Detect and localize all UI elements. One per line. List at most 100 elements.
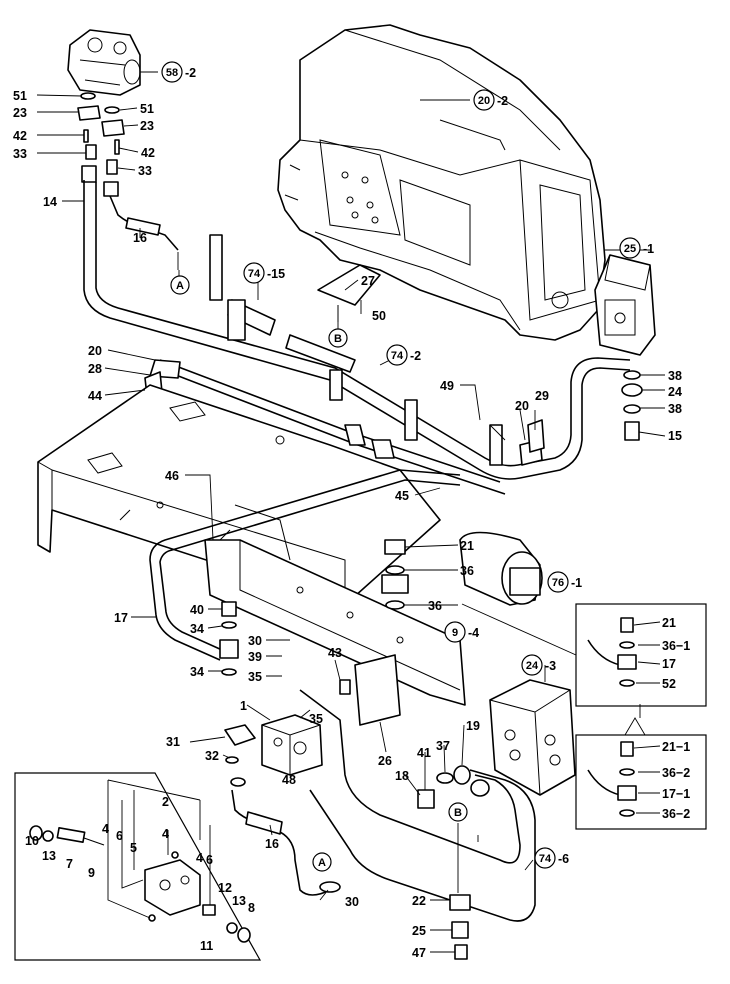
label-9: 9: [88, 866, 95, 880]
label-27: 27: [361, 274, 375, 288]
label-4a: 4: [102, 822, 109, 836]
pipe-74-6: [309, 769, 536, 922]
label-16b: 16: [265, 837, 279, 851]
label-2: 2: [162, 795, 169, 809]
connector-a-top: A: [170, 275, 190, 295]
label-35b: 35: [309, 712, 323, 726]
ref-25-1: 25 -1: [619, 237, 654, 259]
inset-upper-parts: [587, 617, 637, 687]
label-43: 43: [328, 646, 342, 660]
label-36-2a: 36−2: [662, 766, 690, 780]
svg-text:20: 20: [478, 95, 490, 107]
fittings-21-36: [381, 539, 409, 610]
label-51b: 51: [140, 102, 154, 116]
label-10: 10: [25, 834, 39, 848]
control-valve-24: [489, 679, 576, 796]
ref-24-3: 24 -3: [521, 654, 556, 676]
label-23a: 23: [13, 106, 27, 120]
label-14: 14: [43, 195, 57, 209]
label-28: 28: [88, 362, 102, 376]
label-29: 29: [535, 389, 549, 403]
label-13b: 13: [232, 894, 246, 908]
connector-markers: A B B A: [170, 275, 468, 872]
label-22: 22: [412, 894, 426, 908]
label-51a: 51: [13, 89, 27, 103]
label-11: 11: [200, 939, 213, 953]
svg-text:-3: -3: [545, 659, 556, 673]
ref-20-2: 20 -2: [473, 89, 508, 111]
inset-lower-parts: [587, 741, 637, 817]
label-16a: 16: [133, 231, 147, 245]
label-24: 24: [668, 385, 682, 399]
label-45: 45: [395, 489, 409, 503]
label-35a: 35: [248, 670, 262, 684]
svg-text:-1: -1: [643, 242, 654, 256]
label-26: 26: [378, 754, 392, 768]
svg-text:A: A: [176, 280, 184, 292]
label-4c: 4: [196, 851, 203, 865]
bracket-27: [317, 264, 381, 306]
svg-text:-1: -1: [571, 576, 582, 590]
label-30b: 30: [345, 895, 359, 909]
ref-9-4: 9 -4: [444, 621, 479, 643]
label-21b: 21: [662, 616, 676, 630]
label-20b: 20: [515, 399, 529, 413]
label-52: 52: [662, 677, 676, 691]
clip-20-28: [144, 359, 545, 466]
label-30a: 30: [248, 634, 262, 648]
pipe-74-15: [209, 234, 356, 373]
svg-text:76: 76: [552, 577, 564, 589]
valve-block-25: [594, 254, 656, 356]
label-33a: 33: [13, 147, 27, 161]
connector-b-bottom: B: [448, 802, 468, 822]
control-valve-1: [261, 714, 323, 776]
label-49: 49: [440, 379, 454, 393]
fittings-22-25-47: [449, 894, 471, 960]
label-19: 19: [466, 719, 480, 733]
circled-references: 58 -2 20 -2 25 -1 74 -15 74 -2 76 -1: [161, 61, 654, 869]
ref-74-2: 74 -2: [386, 344, 421, 366]
pipe-17: [149, 469, 461, 661]
label-23b: 23: [140, 119, 154, 133]
filter-76: [459, 531, 543, 606]
ref-76-1: 76 -1: [547, 571, 582, 593]
label-20a: 20: [88, 344, 102, 358]
label-39: 39: [248, 650, 262, 664]
label-13a: 13: [42, 849, 56, 863]
svg-text:-2: -2: [497, 94, 508, 108]
label-41: 41: [417, 746, 431, 760]
ref-74-15: 74 -15: [243, 262, 285, 284]
label-36-1: 36−1: [662, 639, 690, 653]
label-17a: 17: [114, 611, 128, 625]
svg-text:-6: -6: [558, 852, 569, 866]
label-8: 8: [248, 901, 255, 915]
label-47: 47: [412, 946, 426, 960]
svg-text:-4: -4: [468, 626, 479, 640]
ref-58-2: 58 -2: [161, 61, 196, 83]
svg-text:-2: -2: [410, 349, 421, 363]
label-17-1: 17−1: [662, 787, 690, 801]
label-38b: 38: [668, 402, 682, 416]
plate-26: [354, 654, 401, 726]
svg-text:-15: -15: [267, 267, 285, 281]
label-21-1: 21−1: [662, 740, 690, 754]
label-48: 48: [282, 773, 296, 787]
valve-leaders: [107, 779, 211, 919]
label-38a: 38: [668, 369, 682, 383]
pipe-14-inner: [95, 182, 631, 467]
svg-text:74: 74: [248, 268, 261, 280]
hose-16b-fitting: [245, 811, 283, 835]
label-33b: 33: [138, 164, 152, 178]
label-7: 7: [66, 857, 73, 871]
part-labels: 51 51 23 23 42 42 33 33 14 16 27 50 20 2…: [13, 89, 690, 960]
svg-text:24: 24: [526, 660, 539, 672]
inset-box-upper: [575, 603, 707, 707]
label-6b: 6: [206, 853, 213, 867]
label-42b: 42: [141, 146, 155, 160]
fittings-41-37-19: [417, 765, 490, 809]
label-4b: 4: [162, 827, 169, 841]
svg-text:B: B: [454, 807, 462, 819]
label-15: 15: [668, 429, 682, 443]
label-1: 1: [240, 699, 247, 713]
